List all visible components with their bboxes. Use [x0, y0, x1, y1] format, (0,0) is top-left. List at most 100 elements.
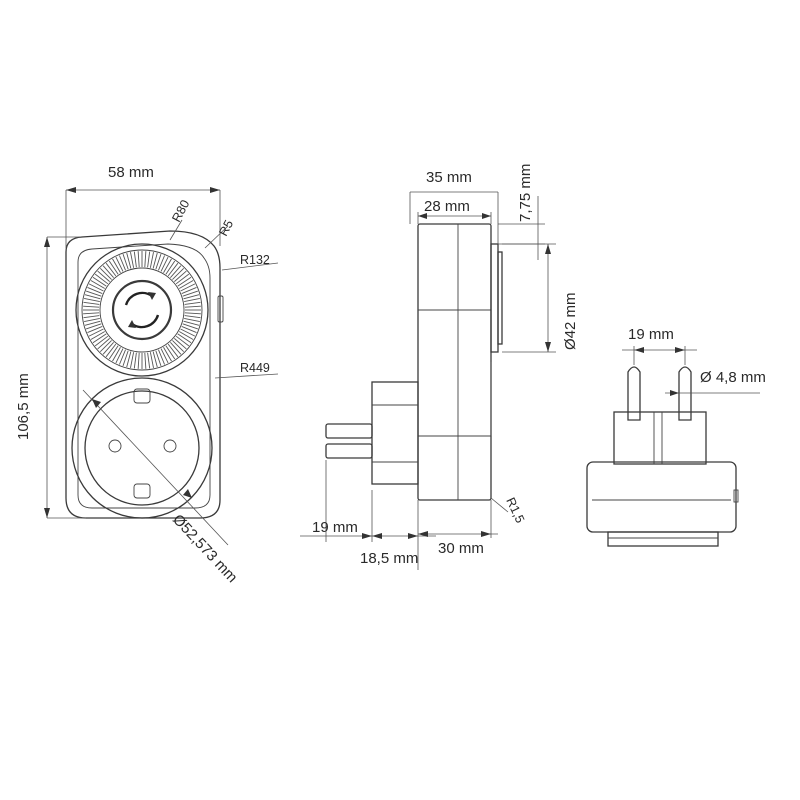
dial-tooth: [177, 276, 192, 287]
dial-tooth: [88, 328, 104, 337]
side-plug-pin: [325, 423, 373, 439]
dial-tooth: [137, 352, 140, 369]
top-plug-block: [613, 411, 707, 465]
dial-tooth: [83, 301, 100, 305]
dial-tooth: [105, 343, 117, 358]
top-knob-rim: [607, 531, 719, 547]
schuko-socket: [71, 377, 213, 519]
top-pin-right: [678, 366, 692, 421]
dial-tooth: [94, 273, 109, 285]
dial-tooth: [174, 270, 187, 282]
dial-tooth: [144, 352, 147, 369]
side-knob: [490, 243, 499, 353]
dial-tooth: [83, 305, 100, 308]
dial-tooth: [112, 258, 121, 273]
dial-tooth: [170, 265, 182, 278]
dial-tooth: [182, 323, 199, 330]
top-body: [586, 461, 737, 533]
dial-tooth: [158, 255, 165, 271]
dial-tooth: [184, 312, 201, 315]
dial-tooth: [119, 349, 126, 365]
dial-tooth: [160, 256, 169, 272]
dial-tooth: [87, 326, 103, 333]
dial-tooth: [99, 267, 112, 280]
dial-tooth: [122, 350, 129, 367]
dial-tooth: [85, 323, 102, 330]
body-depth-label: 30 mm: [438, 540, 484, 557]
dial-tooth: [175, 273, 190, 285]
dial-tooth: [184, 317, 200, 322]
dial-tooth: [102, 265, 114, 278]
pin-diameter-label: Ø 4,8 mm: [700, 369, 766, 386]
knob-offset-label: 7,75 mm: [517, 164, 534, 222]
dial-tooth: [84, 298, 100, 303]
dial-tooth: [165, 345, 176, 360]
dial-tooth: [144, 251, 147, 268]
depth-total-label: 35 mm: [426, 169, 472, 186]
dial-tooth: [167, 262, 179, 277]
dial-tooth: [163, 258, 172, 273]
dial-tooth: [181, 287, 197, 294]
dial-tooth: [133, 251, 137, 268]
dial-tooth: [126, 351, 132, 368]
height-dimension: 106,5 mm: [15, 236, 86, 519]
dial-tooth: [184, 305, 201, 308]
timer-dial: [75, 243, 209, 377]
side-body: [417, 223, 492, 501]
dial-tooth: [92, 276, 107, 287]
plug-length-label: 19 mm: [312, 519, 358, 536]
dial-tooth: [181, 326, 197, 333]
side-button: [217, 295, 224, 323]
dial-tooth: [92, 333, 107, 344]
dial-tooth: [179, 331, 194, 340]
dial-tooth: [115, 256, 124, 272]
dial-tooth: [87, 287, 103, 294]
dial-tooth: [108, 345, 119, 360]
dial-knob: [111, 279, 173, 341]
dial-tooth: [180, 328, 196, 337]
radius-r132-label: R132: [240, 253, 270, 267]
side-view: 35 mm 28 mm 7,75 mm Ø42 mm 19 mm 18,5 mm: [300, 164, 579, 570]
dial-tooth: [163, 347, 172, 362]
dial-tooth: [182, 290, 199, 297]
dial-tooth: [137, 251, 140, 268]
rotate-arrows-icon: [124, 291, 153, 306]
dial-tooth: [167, 343, 179, 358]
top-view: 19 mm Ø 4,8 mm: [586, 326, 766, 547]
dial-tooth: [183, 320, 200, 326]
side-plug-base: [371, 381, 419, 485]
radius-r80-label: R80: [169, 198, 192, 225]
dial-tooth: [97, 270, 110, 282]
dial-tooth: [90, 331, 105, 340]
dial-tooth: [155, 253, 162, 270]
dial-tooth: [84, 320, 101, 326]
dial-tooth: [83, 315, 100, 319]
height-label: 106,5 mm: [15, 373, 32, 440]
dial-tooth: [115, 348, 124, 364]
dial-tooth: [133, 352, 137, 369]
dial-tooth: [172, 267, 185, 280]
top-pin-left: [627, 366, 641, 421]
edge-radius-label: R1,5: [503, 495, 527, 525]
dial-tooth: [174, 338, 187, 350]
dial-tooth: [88, 283, 104, 292]
dial-tooth: [102, 342, 114, 355]
radius-r5-label: R5: [216, 218, 236, 239]
dial-tooth: [180, 283, 196, 292]
dial-tooth: [130, 252, 135, 268]
dial-tooth: [105, 262, 117, 277]
dial-tooth: [147, 251, 151, 268]
dial-tooth: [126, 252, 132, 269]
dial-tooth: [83, 312, 100, 315]
dial-tooth: [152, 252, 158, 269]
dial-tooth: [149, 352, 154, 368]
dial-tooth: [165, 260, 176, 275]
dial-tooth: [99, 340, 112, 353]
dial-tooth: [172, 340, 185, 353]
dial-tooth: [84, 294, 101, 300]
dial-tooth: [179, 280, 194, 289]
width-dimension: 58 mm: [65, 164, 221, 248]
dial-tooth: [108, 260, 119, 275]
dial-tooth: [149, 252, 154, 268]
dial-tooth: [184, 315, 201, 319]
